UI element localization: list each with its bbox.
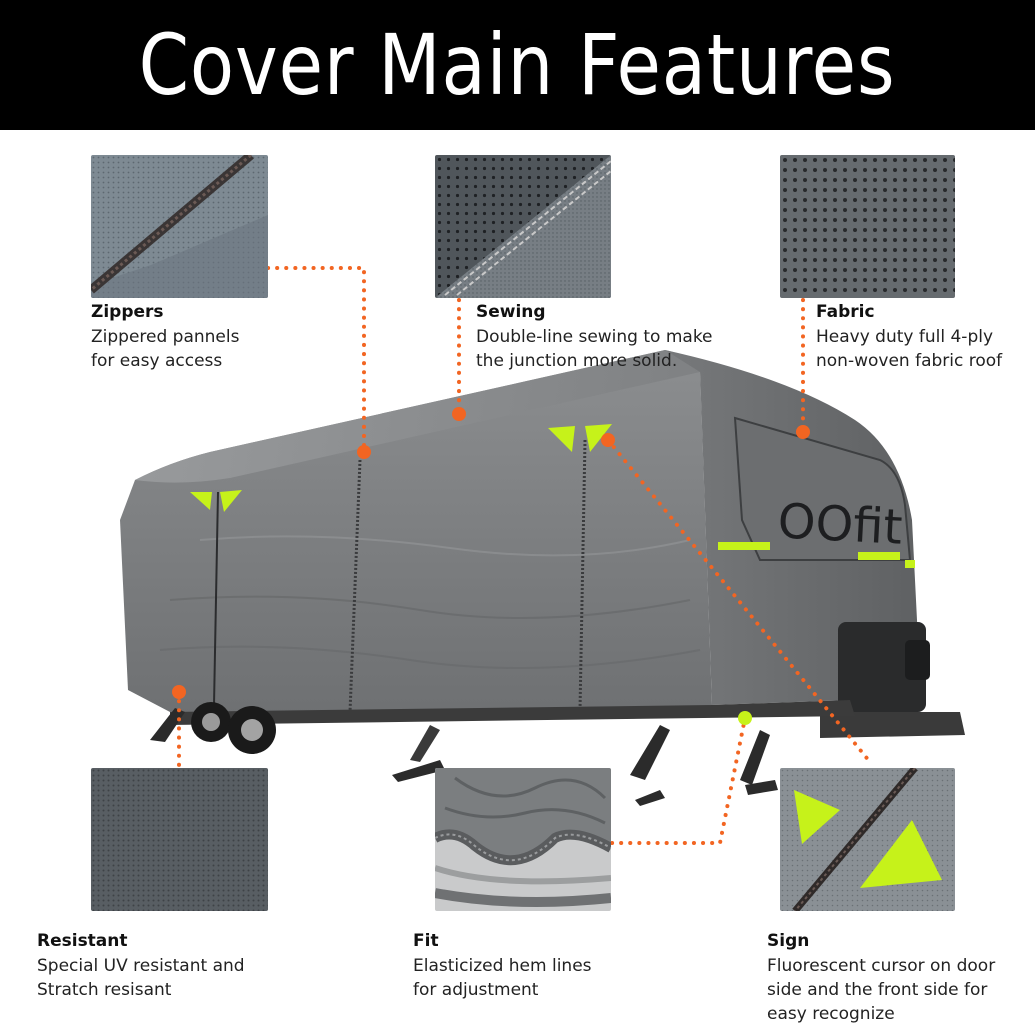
feature-description-line: Double-line sewing to make bbox=[476, 327, 713, 347]
brand-logo: OOfit bbox=[776, 493, 903, 555]
feature-description-line: Fluorescent cursor on door bbox=[767, 956, 996, 976]
feature-fit: Fit Elasticized hem lines for adjustment bbox=[413, 931, 592, 1002]
feature-description-line: Stratch resisant bbox=[37, 980, 172, 1000]
elastic-hem-icon bbox=[435, 768, 611, 911]
feature-description-line: non-woven fabric roof bbox=[816, 351, 1003, 371]
feature-description-line: easy recognize bbox=[767, 1004, 895, 1024]
feature-description-line: Heavy duty full 4-ply bbox=[816, 327, 994, 347]
feature-description-line: side and the front side for bbox=[767, 980, 988, 1000]
feature-description-line: Elasticized hem lines bbox=[413, 956, 592, 976]
callout-line-zippers bbox=[266, 266, 366, 452]
stitch-icon bbox=[435, 155, 611, 298]
header-banner: Cover Main Features bbox=[0, 0, 1035, 130]
fabric-icon bbox=[780, 155, 955, 298]
feature-resistant: Resistant Special UV resistant and Strat… bbox=[37, 931, 245, 1002]
feature-title: Zippers bbox=[91, 302, 164, 322]
callout-lines bbox=[177, 266, 872, 845]
feature-description-line: the junction more solid. bbox=[476, 351, 678, 371]
feature-description-line: for adjustment bbox=[413, 980, 539, 1000]
feature-description-line: for easy access bbox=[91, 351, 223, 371]
feature-sewing: Sewing Double-line sewing to make the ju… bbox=[476, 302, 713, 373]
callout-line-sign bbox=[606, 438, 872, 764]
feature-fabric: Fabric Heavy duty full 4-ply non-woven f… bbox=[816, 302, 1002, 373]
feature-description-line: Zippered pannels bbox=[91, 327, 240, 347]
trailer-body: OOfit bbox=[120, 350, 965, 806]
feature-title: Fit bbox=[413, 931, 439, 951]
feature-sign: Sign Fluorescent cursor on door side and… bbox=[767, 931, 995, 1026]
feature-title: Sewing bbox=[476, 302, 546, 322]
feature-description-line: Special UV resistant and bbox=[37, 956, 245, 976]
feature-zippers: Zippers Zippered pannels for easy access bbox=[91, 302, 239, 373]
uv-icon bbox=[91, 768, 268, 911]
callout-dots bbox=[172, 407, 810, 725]
callout-line-fit bbox=[610, 716, 747, 845]
page-title: Cover Main Features bbox=[139, 16, 896, 114]
feature-title: Sign bbox=[767, 931, 810, 951]
neon-sign-icon bbox=[780, 768, 955, 911]
feature-title: Fabric bbox=[816, 302, 875, 322]
zipper-icon bbox=[91, 155, 268, 298]
feature-title: Resistant bbox=[37, 931, 128, 951]
